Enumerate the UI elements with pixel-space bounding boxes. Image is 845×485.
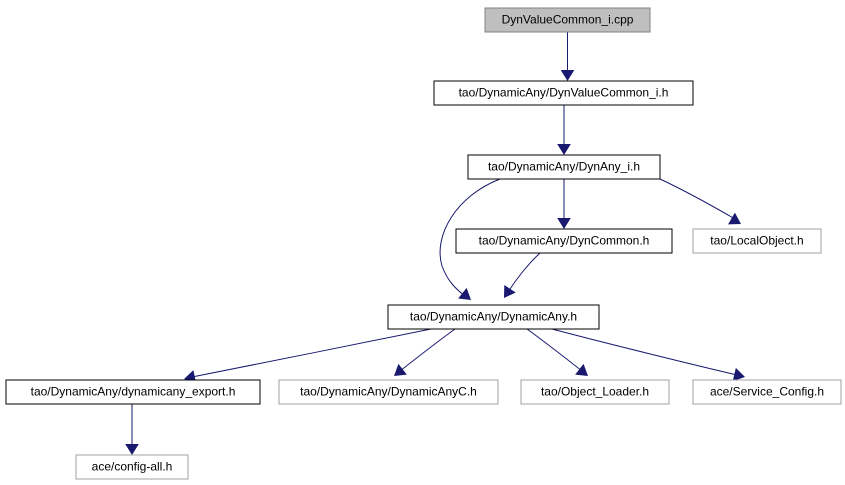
node-box[interactable] <box>433 80 694 106</box>
node-box[interactable] <box>455 228 673 254</box>
graph-edge <box>560 32 575 81</box>
graph-edge <box>125 404 139 455</box>
graph-edge <box>551 328 745 382</box>
node-box[interactable] <box>5 379 261 405</box>
node-box[interactable] <box>484 7 651 33</box>
graph-node[interactable]: DynValueCommon_i.cpp <box>484 7 651 33</box>
graph-node[interactable]: tao/DynamicAny/DynValueCommon_i.h <box>433 80 694 106</box>
graph-edge <box>557 105 571 155</box>
graph-edge <box>439 178 501 300</box>
node-box[interactable] <box>278 379 499 405</box>
graph-node[interactable]: ace/Service_Config.h <box>692 379 842 405</box>
graph-node[interactable]: tao/DynamicAny/DynAny_i.h <box>467 154 661 180</box>
node-box[interactable] <box>75 454 189 480</box>
graph-node[interactable]: ace/config-all.h <box>75 454 189 480</box>
graph-node[interactable]: tao/LocalObject.h <box>692 228 822 254</box>
graph-node[interactable]: tao/DynamicAny/DynamicAny.h <box>387 304 600 330</box>
node-box[interactable] <box>692 379 842 405</box>
graph-node[interactable]: tao/DynamicAny/dynamicany_export.h <box>5 379 261 405</box>
node-box[interactable] <box>520 379 670 405</box>
graph-edge <box>504 252 541 298</box>
node-box[interactable] <box>387 304 600 330</box>
node-box[interactable] <box>692 228 822 254</box>
nodes-layer: DynValueCommon_i.cpp tao/DynamicAny/DynVa… <box>5 7 842 480</box>
node-box[interactable] <box>467 154 661 180</box>
graph-node[interactable]: tao/DynamicAny/DynamicAnyC.h <box>278 379 499 405</box>
graph-edge <box>659 178 741 225</box>
graph-edge <box>557 179 571 229</box>
graph-node[interactable]: tao/Object_Loader.h <box>520 379 670 405</box>
graph-edge <box>526 328 588 376</box>
graph-node[interactable]: tao/DynamicAny/DynCommon.h <box>455 228 673 254</box>
graph-edge <box>184 328 432 384</box>
graph-edge <box>394 328 456 376</box>
